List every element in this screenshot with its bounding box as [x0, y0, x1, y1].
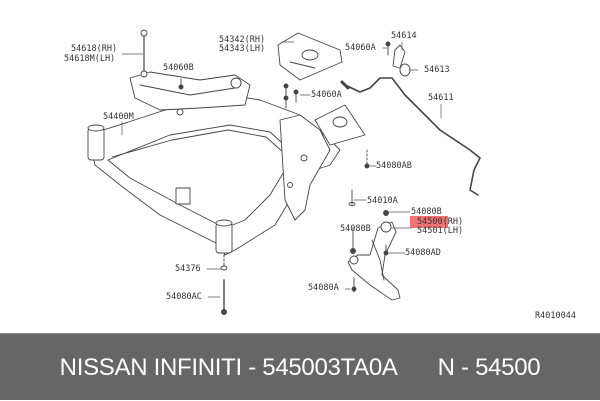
label-54080b-top: 54080B: [411, 207, 442, 217]
label-54080ab: 54080AB: [376, 161, 412, 171]
label-54400m: 54400M: [103, 112, 134, 122]
label-54500-rh: 54500(RH): [417, 217, 464, 227]
label-54010a: 54010A: [367, 196, 398, 206]
label-54060a-top: 54060A: [345, 43, 376, 53]
part-reference: N - 54500: [437, 353, 541, 381]
subframe-drawing: [87, 29, 481, 315]
label-54618m-lh: 54618M(LH): [64, 54, 116, 64]
brand-part-number: NISSAN INFINITI - 545003TA0A: [59, 353, 398, 381]
label-54501-lh: 54501(LH): [417, 226, 464, 236]
label-54080ad: 54080AD: [405, 248, 441, 258]
label-54614: 54614: [391, 31, 417, 41]
label-54342-rh: 54342(RH): [219, 35, 266, 45]
label-54080ac: 54080AC: [166, 292, 202, 302]
banner-text: NISSAN INFINITI - 545003TA0A N - 54500: [0, 334, 600, 401]
parts-diagram: 54618(RH) 54618M(LH) 54060B 54342(RH) 54…: [64, 29, 576, 321]
label-54376: 54376: [175, 264, 201, 274]
label-54618-rh: 54618(RH): [71, 44, 118, 54]
highlight-54500: [410, 216, 448, 228]
diagram-code: R4010044: [535, 311, 576, 321]
label-54080a: 54080A: [308, 283, 339, 293]
label-54343-lh: 54343(LH): [219, 44, 266, 54]
label-54080b-left: 54080B: [340, 224, 371, 234]
part-info-banner: NISSAN INFINITI - 545003TA0A N - 54500: [0, 333, 600, 400]
label-54613: 54613: [424, 65, 450, 75]
label-54060b: 54060B: [163, 63, 194, 73]
label-54611: 54611: [428, 93, 454, 103]
label-54060a-mid: 54060A: [311, 90, 342, 100]
